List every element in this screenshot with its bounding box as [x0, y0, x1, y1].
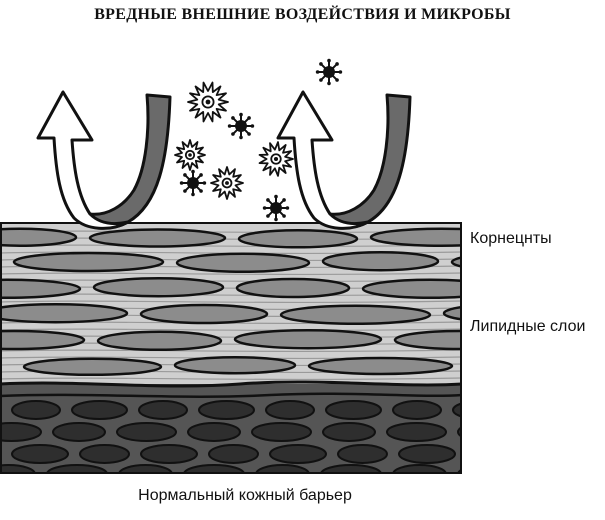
corneocyte	[175, 252, 311, 274]
corneocyte	[173, 355, 297, 375]
lipid-line	[0, 377, 462, 381]
lipid-line	[0, 272, 462, 276]
cell	[52, 422, 106, 442]
cell	[208, 444, 259, 464]
corneocyte	[450, 256, 462, 268]
layer-boundary-2	[0, 392, 462, 398]
cell	[320, 464, 382, 474]
lipid-line	[0, 349, 462, 353]
virus-icon	[262, 194, 290, 222]
skin-outline	[0, 222, 462, 474]
corneocyte-layer	[0, 227, 592, 377]
corneocyte	[0, 227, 78, 247]
cell	[0, 422, 42, 442]
diagram-caption: Нормальный кожный барьер	[138, 487, 352, 504]
corneocyte	[139, 303, 269, 325]
cell	[325, 400, 382, 420]
cell	[140, 444, 198, 464]
virus-icon	[315, 58, 343, 86]
cell	[322, 422, 376, 442]
virus-icon	[179, 169, 207, 197]
corneocyte	[466, 359, 592, 375]
cell	[467, 445, 516, 463]
corneocyte	[92, 276, 225, 298]
corneocyte	[88, 228, 227, 248]
cell	[452, 402, 462, 418]
cell	[183, 464, 245, 474]
label-lipid-layers: Липидные слои	[470, 318, 586, 335]
corneocyte	[0, 302, 129, 324]
cell	[198, 400, 255, 420]
corneocyte	[233, 328, 383, 350]
corneocyte	[307, 356, 454, 376]
corneocyte	[442, 305, 462, 321]
cell	[251, 422, 312, 442]
cell	[116, 422, 177, 442]
virus-icon	[227, 112, 255, 140]
deflect-arrow-icon	[36, 90, 172, 230]
diagram-title: ВРЕДНЫЕ ВНЕШНИЕ ВОЗДЕЙСТВИЯ И МИКРОБЫ	[94, 6, 511, 23]
deflect-arrow-icon	[276, 90, 412, 230]
cell	[79, 444, 130, 464]
lipid-line	[0, 300, 462, 304]
corneocyte	[237, 229, 359, 249]
corneocyte	[393, 329, 462, 351]
cell	[11, 444, 69, 464]
living-cells-layer	[0, 400, 516, 474]
lipid-line	[0, 328, 462, 332]
cell	[337, 444, 388, 464]
corneocyte	[0, 329, 86, 351]
cell	[269, 444, 327, 464]
corneocyte	[96, 330, 223, 352]
corneocyte	[279, 304, 432, 326]
corneocyte	[0, 278, 82, 300]
corneocyte	[22, 357, 163, 377]
corneocyte	[12, 251, 165, 273]
cell	[457, 426, 462, 438]
cell	[46, 464, 108, 474]
corneocyte	[361, 278, 462, 300]
starburst-microbe-icon	[210, 166, 244, 200]
cell	[138, 400, 188, 420]
starburst-microbe-icon	[187, 81, 229, 123]
cell	[392, 464, 447, 474]
starburst-microbe-icon	[258, 141, 294, 177]
corneocyte	[235, 277, 351, 299]
cell	[398, 444, 456, 464]
cell	[392, 400, 442, 420]
cell	[255, 464, 310, 474]
cell	[265, 400, 315, 420]
cell	[11, 400, 61, 420]
layer-boundary	[0, 380, 462, 388]
label-corneocytes: Корнецнты	[470, 230, 552, 247]
corneocyte	[321, 250, 440, 272]
starburst-microbe-icon	[174, 139, 206, 171]
skin-cross-section	[0, 222, 592, 474]
cell	[386, 422, 447, 442]
cell	[457, 468, 462, 474]
corneocyte	[369, 227, 462, 247]
cell	[71, 400, 128, 420]
cell	[187, 422, 241, 442]
cell	[0, 464, 36, 474]
microbes-group	[174, 58, 343, 222]
cell	[118, 464, 173, 474]
